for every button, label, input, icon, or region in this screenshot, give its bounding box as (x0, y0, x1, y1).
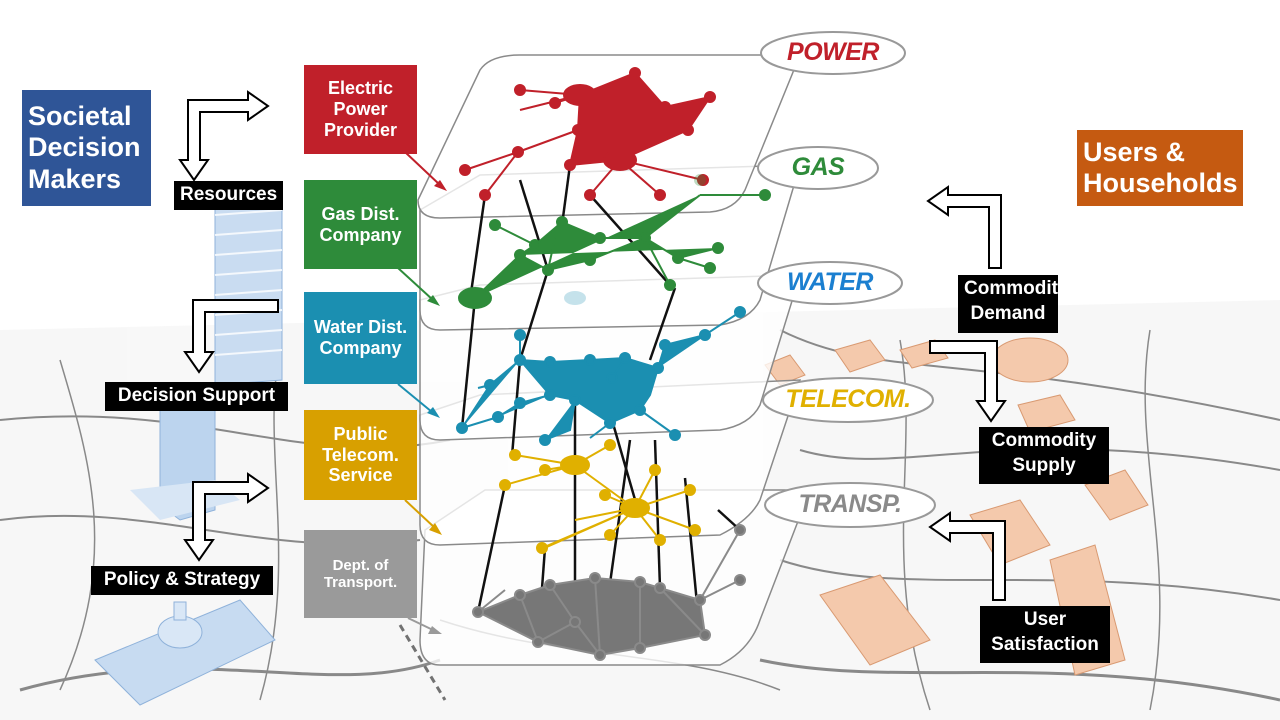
gas-network (458, 174, 771, 309)
flow-arrows (178, 90, 1007, 601)
layer-label-telecom: TELECOM. (785, 385, 911, 413)
public-telecom-service-label: Public Telecom. Service (322, 423, 399, 486)
gas-dist-company-box: Gas Dist. Company (304, 180, 417, 269)
water-dist-company-label: Water Dist. Company (313, 317, 408, 358)
power-network (459, 67, 716, 201)
electric-power-provider-box: Electric Power Provider (304, 65, 417, 154)
transp-network (472, 524, 746, 661)
commodity-supply-label: Commodity Supply (979, 427, 1109, 484)
electric-power-provider-label: Electric Power Provider (323, 78, 398, 140)
office-tower-building (214, 186, 283, 386)
decision-support-flow-arrow (183, 299, 279, 374)
commodity-demand-flow-arrow (926, 185, 1002, 269)
users-households-box: Users & Households (1077, 130, 1243, 206)
gas-dist-company-label: Gas Dist. Company (319, 203, 402, 245)
water-dist-company-box: Water Dist. Company (304, 292, 417, 384)
dept-of-transport-label: Dept. of Transport. (323, 556, 398, 591)
commodity-demand-label: Commodity Demand (958, 275, 1069, 333)
layer-label-gas: GAS (791, 153, 845, 181)
layer-label-power: POWER (787, 38, 879, 66)
provider-arrows (397, 151, 447, 634)
users-households-label: Users & Households (1083, 136, 1238, 198)
layer-label-water: WATER (787, 268, 873, 296)
water-network (456, 291, 746, 446)
user-satisfaction-label: User Satisfaction (980, 606, 1110, 663)
telecom-network (499, 439, 701, 554)
dept-of-transport-box: Dept. of Transport. (304, 530, 417, 618)
commodity-supply-flow-arrow (929, 340, 1007, 423)
public-telecom-service-box: Public Telecom. Service (304, 410, 417, 500)
policy-flow-arrow (183, 472, 270, 562)
resources-label: Resources (174, 181, 283, 210)
societal-decision-makers-box: Societal Decision Makers (22, 90, 151, 206)
decision-support-label: Decision Support (105, 382, 288, 411)
capitol-building (94, 599, 276, 706)
resources-flow-arrow (178, 90, 270, 182)
societal-decision-makers-label: Societal Decision Makers (28, 101, 141, 194)
policy-strategy-label: Policy & Strategy (91, 566, 273, 595)
layer-label-transp: TRANSP. (798, 490, 902, 518)
user-satisfaction-flow-arrow (928, 511, 1006, 601)
layer-label-ellipses (757, 31, 936, 528)
